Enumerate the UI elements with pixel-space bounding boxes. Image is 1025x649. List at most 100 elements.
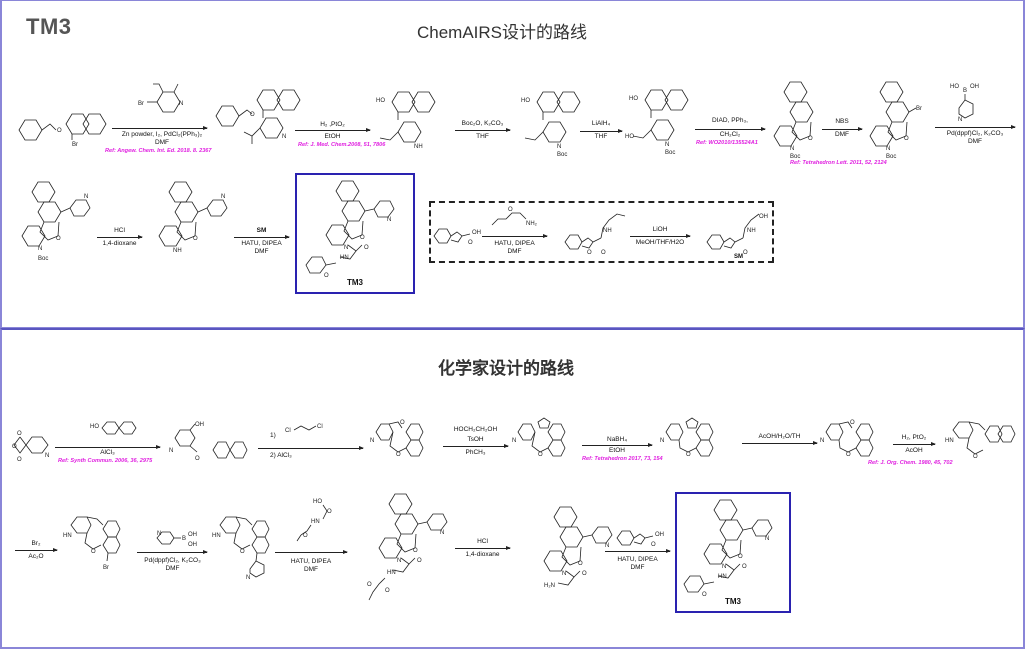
atom-o: O xyxy=(327,509,332,515)
atom-br: Br xyxy=(72,142,78,148)
atom-hn: HN xyxy=(212,533,221,539)
atom-o: O xyxy=(468,240,473,246)
reagent-text: HATU, DIPEA xyxy=(290,558,332,565)
protecting-group-boc: Boc xyxy=(38,256,48,262)
reagent-text: 1) xyxy=(270,432,276,439)
atom-o: O xyxy=(582,571,587,577)
atom-o: O xyxy=(360,235,365,241)
reagent-text: EtOH xyxy=(609,447,625,454)
atom-n: N xyxy=(397,558,401,564)
atom-n: N xyxy=(886,146,890,152)
literature-ref: Ref: Synth Commun. 2006, 36, 2975 xyxy=(58,458,153,464)
reaction-arrow xyxy=(258,446,364,450)
atom-n: N xyxy=(660,438,664,444)
molecule-sm-acid: OH NH O xyxy=(705,208,770,263)
atom-o: O xyxy=(578,561,583,567)
reagent-text: LiAlH₄ xyxy=(591,120,611,127)
reagent-text: LiOH xyxy=(652,226,668,233)
atom-n: N xyxy=(605,543,609,549)
molecule-ala-amide-amine: N O N O H₂N xyxy=(520,505,615,605)
molecule-piperidine-ether: HN O xyxy=(945,420,1016,470)
atom-o: O xyxy=(738,554,743,560)
molecule-intermediate-1: O N xyxy=(212,86,301,161)
atom-o: O xyxy=(601,250,606,256)
reagent-text: 2) AlCl₃ xyxy=(270,452,292,459)
atom-ho: HO xyxy=(376,98,385,104)
atom-n: N xyxy=(790,146,794,152)
atom-n: N xyxy=(765,536,769,542)
atom-o: O xyxy=(195,456,200,462)
product-label: TM3 xyxy=(347,278,363,287)
reaction-arrow xyxy=(630,234,691,238)
molecule-lactone-ketone: O N O xyxy=(370,418,435,473)
reagent-text: MeOH/THF/H2O xyxy=(635,239,685,246)
atom-oh: OH xyxy=(970,84,979,90)
chemairs-route-title: ChemAIRS设计的路线 xyxy=(417,23,588,42)
atom-o: O xyxy=(743,250,748,256)
sm-synthesis-box xyxy=(429,201,774,263)
atom-n: N xyxy=(38,246,42,252)
atom-n: N xyxy=(958,117,962,123)
reagent-text: THF xyxy=(476,133,489,140)
atom-o: O xyxy=(91,549,96,555)
atom-n: N xyxy=(387,217,391,223)
molecule-intermediate-5: O N Boc xyxy=(770,80,830,165)
atom-hn: HN xyxy=(340,255,349,261)
atom-n: N xyxy=(246,575,250,581)
atom-oh: OH xyxy=(655,532,664,538)
reagent-text: DMF xyxy=(154,139,170,146)
atom-n: N xyxy=(562,571,566,577)
reagent-text: Br₂ xyxy=(31,540,41,547)
atom-ho: HO xyxy=(90,424,99,430)
literature-ref: Ref: Tetrahedron 2017, 73, 154 xyxy=(582,456,663,462)
molecule-ketal-ether: N O xyxy=(660,417,725,473)
molecule-ketal-lactone: N O xyxy=(512,417,577,473)
atom-b: B xyxy=(963,88,967,94)
reaction-arrow xyxy=(822,127,863,131)
reagent-text: CH₂Cl₂ xyxy=(719,131,741,138)
reaction-arrow xyxy=(605,549,671,553)
atom-nh: NH xyxy=(414,144,423,150)
reagent-text: DMF xyxy=(507,248,522,255)
protecting-group-boc: Boc xyxy=(790,154,800,160)
reaction-arrow xyxy=(482,234,548,238)
reagent-text: PhCH₃ xyxy=(465,449,486,456)
molecule-tm3: N O N O HN O xyxy=(680,498,790,603)
protecting-group-boc: Boc xyxy=(665,150,675,156)
reagent-sm: SM xyxy=(256,227,267,234)
reagent-text: DIAD, PPh₃, xyxy=(712,117,748,124)
reagent-text: EtOH xyxy=(324,133,341,140)
atom-nh: NH xyxy=(173,248,182,254)
reagent-text: DMF xyxy=(165,565,180,572)
molecule-bromo-piperidine-ether: HN O Br xyxy=(63,515,133,590)
atom-o: O xyxy=(846,452,851,458)
protecting-group-boc: Boc xyxy=(557,152,567,158)
chemist-route-title: 化学家设计的路线 xyxy=(438,359,574,378)
reagent-text: H₂, PtO₂ xyxy=(901,434,927,441)
atom-o: O xyxy=(385,588,390,594)
molecule-intermediate-8-amine: N O NH xyxy=(155,180,235,265)
reagent-text: HATU, DIPEA xyxy=(494,240,535,247)
molecule-benzyloxy-bromonaphthalene: O Br xyxy=(14,108,107,158)
atom-o: O xyxy=(396,452,401,458)
reagent-text: Pd(dppf)Cl₂, K₂CO₃ xyxy=(144,557,201,564)
reagent-text: THF xyxy=(594,133,608,140)
reagent-text: HCl xyxy=(477,538,488,545)
molecule-benzofuran-carboxylic-acid: OH O xyxy=(432,226,482,256)
reagent-text: DMF xyxy=(630,564,645,571)
reagent-text: Ac₂O xyxy=(28,553,44,560)
reagent-text: HCl xyxy=(114,227,125,234)
reagent-2-naphthol: HO xyxy=(90,420,140,445)
atom-o: O xyxy=(367,582,372,588)
reagent-text: NBS xyxy=(835,118,849,125)
atom-o: O xyxy=(808,136,813,142)
reagent-text: 1,4-dioxane xyxy=(102,240,137,247)
reagent-text: NaBH₄ xyxy=(607,436,627,443)
atom-n: N xyxy=(179,101,183,107)
atom-oh: OH xyxy=(188,532,197,538)
literature-ref: Ref: J. Org. Chem. 1980, 45, 702 xyxy=(868,460,953,466)
atom-br: Br xyxy=(103,565,109,571)
reagent-text: Pd(dppf)Cl₂, K₂CO₃ xyxy=(946,130,1004,137)
atom-nh: NH xyxy=(603,228,612,234)
reaction-arrow xyxy=(935,125,1016,129)
